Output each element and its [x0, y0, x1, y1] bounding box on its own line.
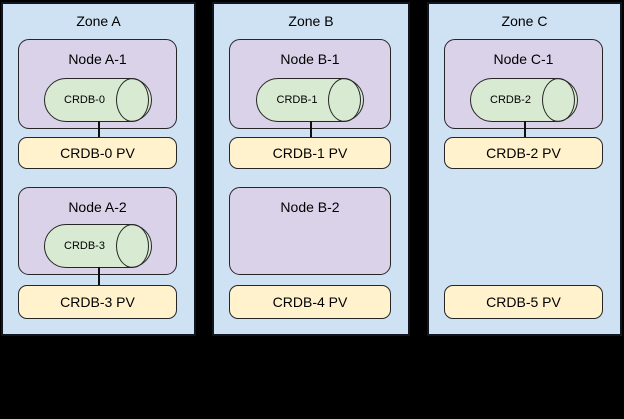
- crdb-0-pod-cylinder: CRDB-0: [43, 78, 152, 122]
- node-c1-box: Node C-1 CRDB-2: [444, 39, 603, 129]
- crdb-0-connector-line: [97, 121, 100, 138]
- crdb-3-pv-label: CRDB-3 PV: [60, 294, 135, 310]
- zone-c-title: Zone C: [501, 13, 548, 29]
- crdb-3-pod-cylinder: CRDB-3: [43, 224, 152, 268]
- zone-b-container: Zone B Node B-1 CRDB-1 CRDB-1 PV Node B-…: [212, 2, 410, 336]
- crdb-4-pv-box: CRDB-4 PV: [229, 285, 391, 319]
- crdb-1-pod-label: CRDB-1: [276, 94, 318, 106]
- crdb-2-pod-cylinder: CRDB-2: [469, 78, 578, 122]
- node-a1-box: Node A-1 CRDB-0: [18, 39, 177, 129]
- crdb-1-connector-line: [310, 121, 312, 138]
- zone-c-container: Zone C Node C-1 CRDB-2 CRDB-2 PV CRDB-5 …: [427, 2, 622, 336]
- node-a2-title: Node A-2: [68, 199, 127, 215]
- cylinder-end-cap-icon: [328, 78, 361, 122]
- node-b1-box: Node B-1 CRDB-1: [229, 39, 391, 129]
- crdb-2-pv-label: CRDB-2 PV: [486, 145, 561, 161]
- crdb-2-pod-label: CRDB-2: [490, 94, 531, 106]
- cylinder-end-cap-icon: [115, 224, 149, 268]
- cylinder-end-cap-icon: [115, 78, 149, 122]
- node-c1-title: Node C-1: [493, 51, 554, 67]
- crdb-0-pv-label: CRDB-0 PV: [60, 145, 135, 161]
- crdb-2-connector-line: [523, 121, 526, 138]
- zone-a-title: Zone A: [76, 13, 121, 29]
- node-b2-title: Node B-2: [280, 199, 340, 215]
- node-b1-title: Node B-1: [280, 51, 340, 67]
- zone-b-title: Zone B: [288, 13, 334, 29]
- node-a1-title: Node A-1: [68, 51, 127, 67]
- crdb-3-connector-line: [97, 267, 100, 286]
- crdb-1-pod-cylinder: CRDB-1: [256, 78, 364, 122]
- crdb-3-pv-box: CRDB-3 PV: [18, 285, 177, 319]
- crdb-2-pv-box: CRDB-2 PV: [444, 137, 603, 169]
- crdb-3-pod-label: CRDB-3: [64, 240, 105, 252]
- node-a2-box: Node A-2 CRDB-3: [18, 187, 177, 275]
- crdb-1-pv-box: CRDB-1 PV: [229, 137, 391, 169]
- node-b2-box: Node B-2: [229, 187, 391, 275]
- crdb-1-pv-label: CRDB-1 PV: [272, 145, 348, 161]
- cylinder-end-cap-icon: [541, 78, 575, 122]
- crdb-5-pv-box: CRDB-5 PV: [444, 285, 603, 319]
- crdb-4-pv-label: CRDB-4 PV: [272, 294, 348, 310]
- crdb-0-pv-box: CRDB-0 PV: [18, 137, 177, 169]
- crdb-0-pod-label: CRDB-0: [64, 94, 105, 106]
- zone-a-container: Zone A Node A-1 CRDB-0 CRDB-0 PV Node A-…: [1, 2, 196, 336]
- crdb-5-pv-label: CRDB-5 PV: [486, 294, 561, 310]
